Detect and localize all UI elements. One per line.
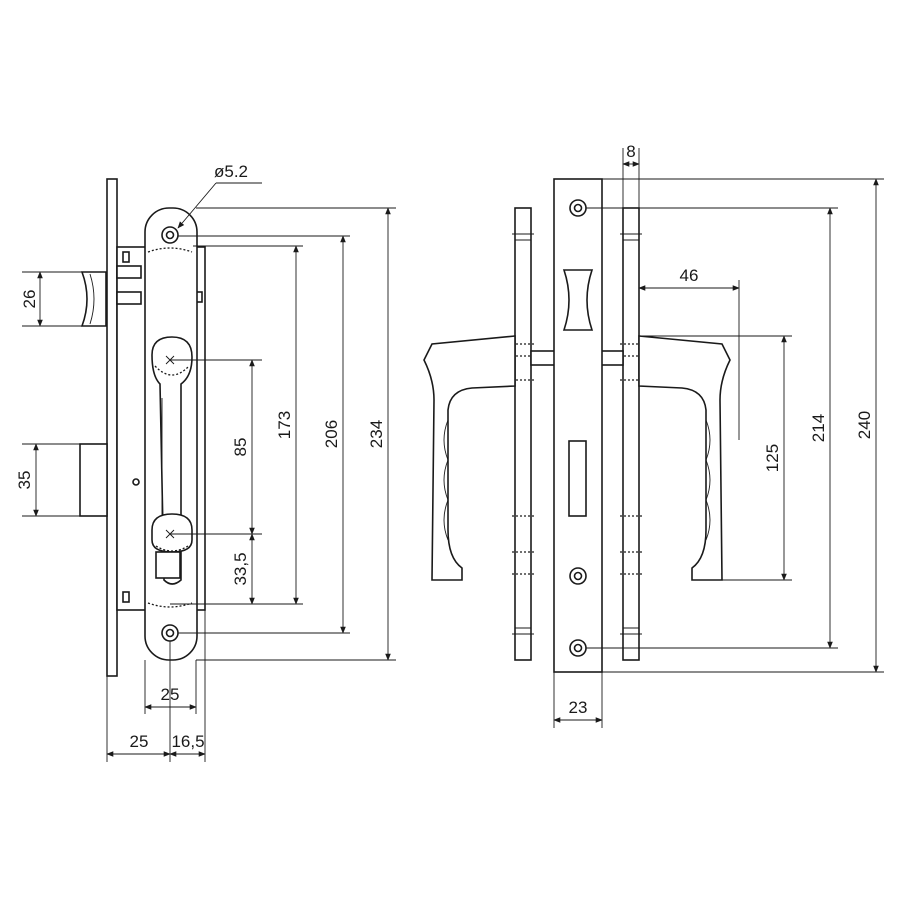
dim-240-label: 240 [855,411,874,439]
cylinder-cover [151,513,193,553]
rose-right [622,207,640,661]
dim-8-label: 8 [626,142,635,161]
latch-cutout [562,269,594,331]
dim-35-label: 35 [15,471,34,490]
handle-side-right [638,335,731,581]
dim-85-label: 85 [231,438,250,457]
dim-25-top-label: 25 [161,685,180,704]
hole-diameter-label: ø5.2 [214,162,248,181]
front-view: ø5.2 85 33,5 173 206 234 26 35 [15,162,396,762]
handle-side-left [423,335,516,581]
dim-16-5-label: 16,5 [171,732,204,751]
dim-173-label: 173 [275,411,294,439]
dim-25-bottom-label: 25 [130,732,149,751]
dim-125-label: 125 [763,444,782,472]
dim-33-5-label: 33,5 [231,552,250,585]
side-view: 23 8 46 125 214 240 [423,142,884,728]
dead-bolt [79,443,108,517]
faceplate-side [553,178,603,673]
rose-left [514,207,532,661]
dim-214-label: 214 [809,414,828,442]
dim-23-label: 23 [569,698,588,717]
dim-46-label: 46 [680,266,699,285]
bolt-slot [568,440,587,517]
dim-206-label: 206 [322,420,341,448]
faceplate-front [106,178,118,677]
dim-26-label: 26 [20,290,39,309]
dim-234-label: 234 [367,420,386,448]
